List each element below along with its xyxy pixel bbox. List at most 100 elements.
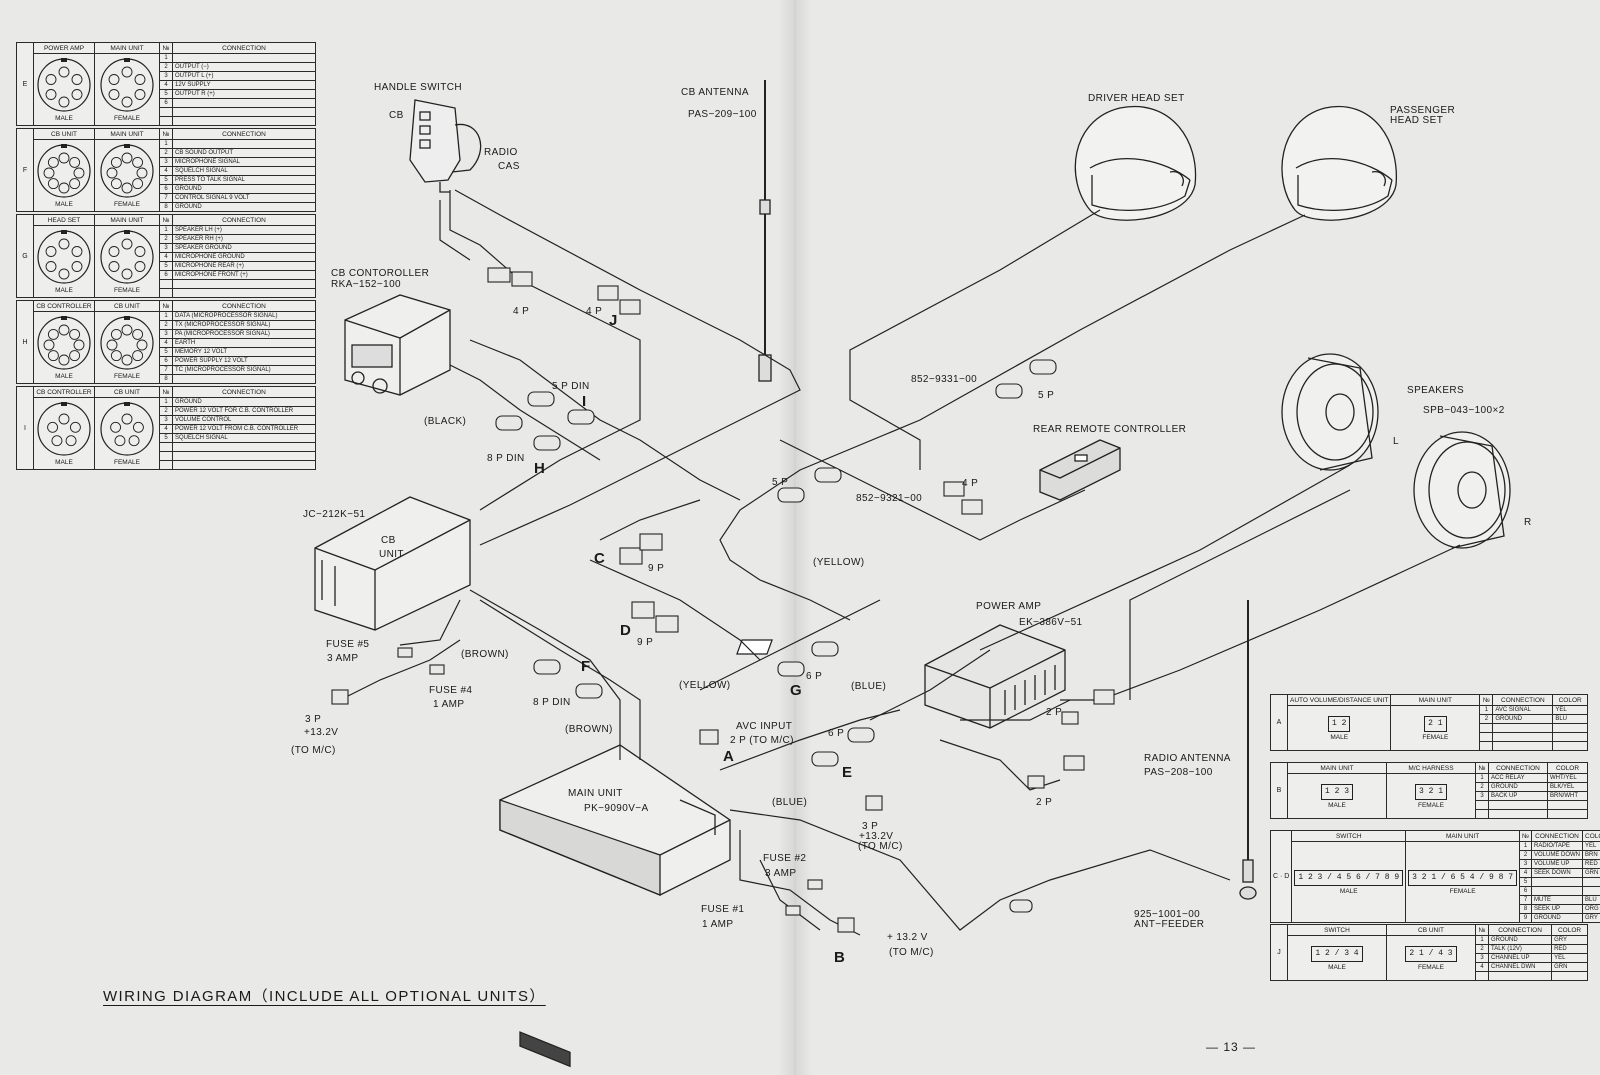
connector-caption: MALE <box>55 373 73 380</box>
pin-number <box>1479 723 1494 733</box>
connector-caption: FEMALE <box>1422 733 1449 741</box>
pin-table-header: CONNECTION <box>172 386 316 398</box>
wire-color: BRN/WHT <box>1547 791 1588 801</box>
pin-connection: ACC RELAY <box>1488 773 1548 783</box>
male-connector-face: 1 2 3 <box>1320 783 1353 800</box>
pin-number <box>159 279 173 289</box>
connector-f-8p-din-b <box>575 683 603 699</box>
pin-number: 4 <box>159 252 173 262</box>
wire-color: GRY <box>1581 913 1600 923</box>
label-c: C <box>594 550 606 567</box>
pin-number: 7 <box>1519 895 1532 905</box>
pin-table-header: SWITCH <box>1287 924 1387 936</box>
label-4p-3: 4 P <box>962 478 979 489</box>
pin-number: 2 <box>159 406 173 416</box>
connector-caption: MALE <box>55 115 73 122</box>
label-2p-1: 2 P <box>1046 707 1063 718</box>
pin-connection: MICROPHONE GROUND <box>172 252 316 262</box>
connector-caption: MALE <box>1328 801 1346 809</box>
label-brown-1: (BROWN) <box>461 649 509 660</box>
pin-connection <box>172 451 316 461</box>
connector-caption: MALE <box>1330 733 1349 741</box>
pin-number: 8 <box>1519 904 1532 914</box>
pin-connection: CONTROL SIGNAL 9 VOLT <box>172 193 316 203</box>
pin-connection: VOLUME UP <box>1530 859 1584 869</box>
pin-number: 5 <box>159 261 173 271</box>
pin-connection: DATA (MICROPROCESSOR SIGNAL) <box>172 311 316 321</box>
connector-caption: FEMALE <box>1417 801 1444 809</box>
label-h: H <box>534 460 546 477</box>
pin-number: 6 <box>1519 886 1532 896</box>
connectors <box>331 267 1115 933</box>
label-g: G <box>790 682 803 699</box>
connector-picture: MALE <box>33 311 95 384</box>
pin-number: 4 <box>1475 962 1489 972</box>
pin-table-header: CB UNIT <box>94 300 160 312</box>
pin-number: 1 <box>1475 773 1489 783</box>
pin-number: 4 <box>1519 868 1532 878</box>
pin-connection <box>172 98 316 108</box>
pin-number-header: № <box>1475 924 1489 936</box>
connector-caption: MALE <box>1339 887 1358 895</box>
label-fuse-2-amp: 3 Amp <box>765 868 797 879</box>
pin-connection: MICROPHONE REAR (+) <box>172 261 316 271</box>
connector-3p-2 <box>865 795 883 811</box>
label-black: (BLACK) <box>424 416 467 427</box>
wire-color: YEL <box>1551 953 1588 963</box>
pin-number: 3 <box>1475 791 1489 801</box>
pin-connection <box>1492 723 1554 733</box>
label-cb: CB <box>389 110 404 121</box>
passenger-head-set-illustration <box>1281 105 1397 221</box>
connector-4p-1 <box>487 267 511 283</box>
pin-number: 5 <box>159 347 173 357</box>
pin-connection: CHANNEL UP <box>1487 953 1553 963</box>
pin-connection: SPEAKER GROUND <box>172 243 316 253</box>
pin-connection <box>1492 732 1554 742</box>
pin-table-header: MAIN UNIT <box>94 42 160 54</box>
pin-connection: VOLUME CONTROL <box>172 415 316 425</box>
label-passenger-head-set-1: PASSENGER <box>1390 105 1456 116</box>
pin-connection <box>1488 809 1548 819</box>
label-to-mc-2: (TO M/C) <box>858 841 903 852</box>
connector-caption: MALE <box>55 459 73 466</box>
pin-connection: OUTPUT L (+) <box>172 71 316 81</box>
wire-color: GRY <box>1551 935 1588 945</box>
label-speakers-pn: SPB−043−100×2 <box>1423 405 1505 416</box>
connector-picture: FEMALE <box>94 139 160 212</box>
pin-connection <box>172 116 316 126</box>
label-3p-2: 3 P <box>862 821 879 832</box>
label-cb-controller: CB CONTOROLLER <box>331 268 430 279</box>
wire-color: RED <box>1551 944 1588 954</box>
label-to-mc-1: (TO M/C) <box>291 745 336 756</box>
label-blue-1: (BLUE) <box>851 681 887 692</box>
pin-connection: TC (MICROPROCESSOR SIGNAL) <box>172 365 316 375</box>
pin-number: 7 <box>159 365 173 375</box>
pin-connection: POWER 12 VOLT FROM C.B. CONTROLLER <box>172 424 316 434</box>
fuse-4-holder <box>429 664 445 675</box>
connector-c-9p-b <box>639 533 663 551</box>
pin-connection: SEEK DOWN <box>1530 868 1584 878</box>
pin-number: 3 <box>159 329 173 339</box>
pin-connection: GROUND <box>1488 782 1548 792</box>
label-brown-2: (BROWN) <box>565 724 613 735</box>
power-amp-illustration <box>736 624 1066 729</box>
pin-number: 6 <box>159 184 173 194</box>
label-cb-unit-2: UNIT <box>379 549 404 560</box>
pin-number: 1 <box>159 225 173 235</box>
connector-5p-2 <box>777 487 805 503</box>
male-connector-face <box>37 316 91 370</box>
